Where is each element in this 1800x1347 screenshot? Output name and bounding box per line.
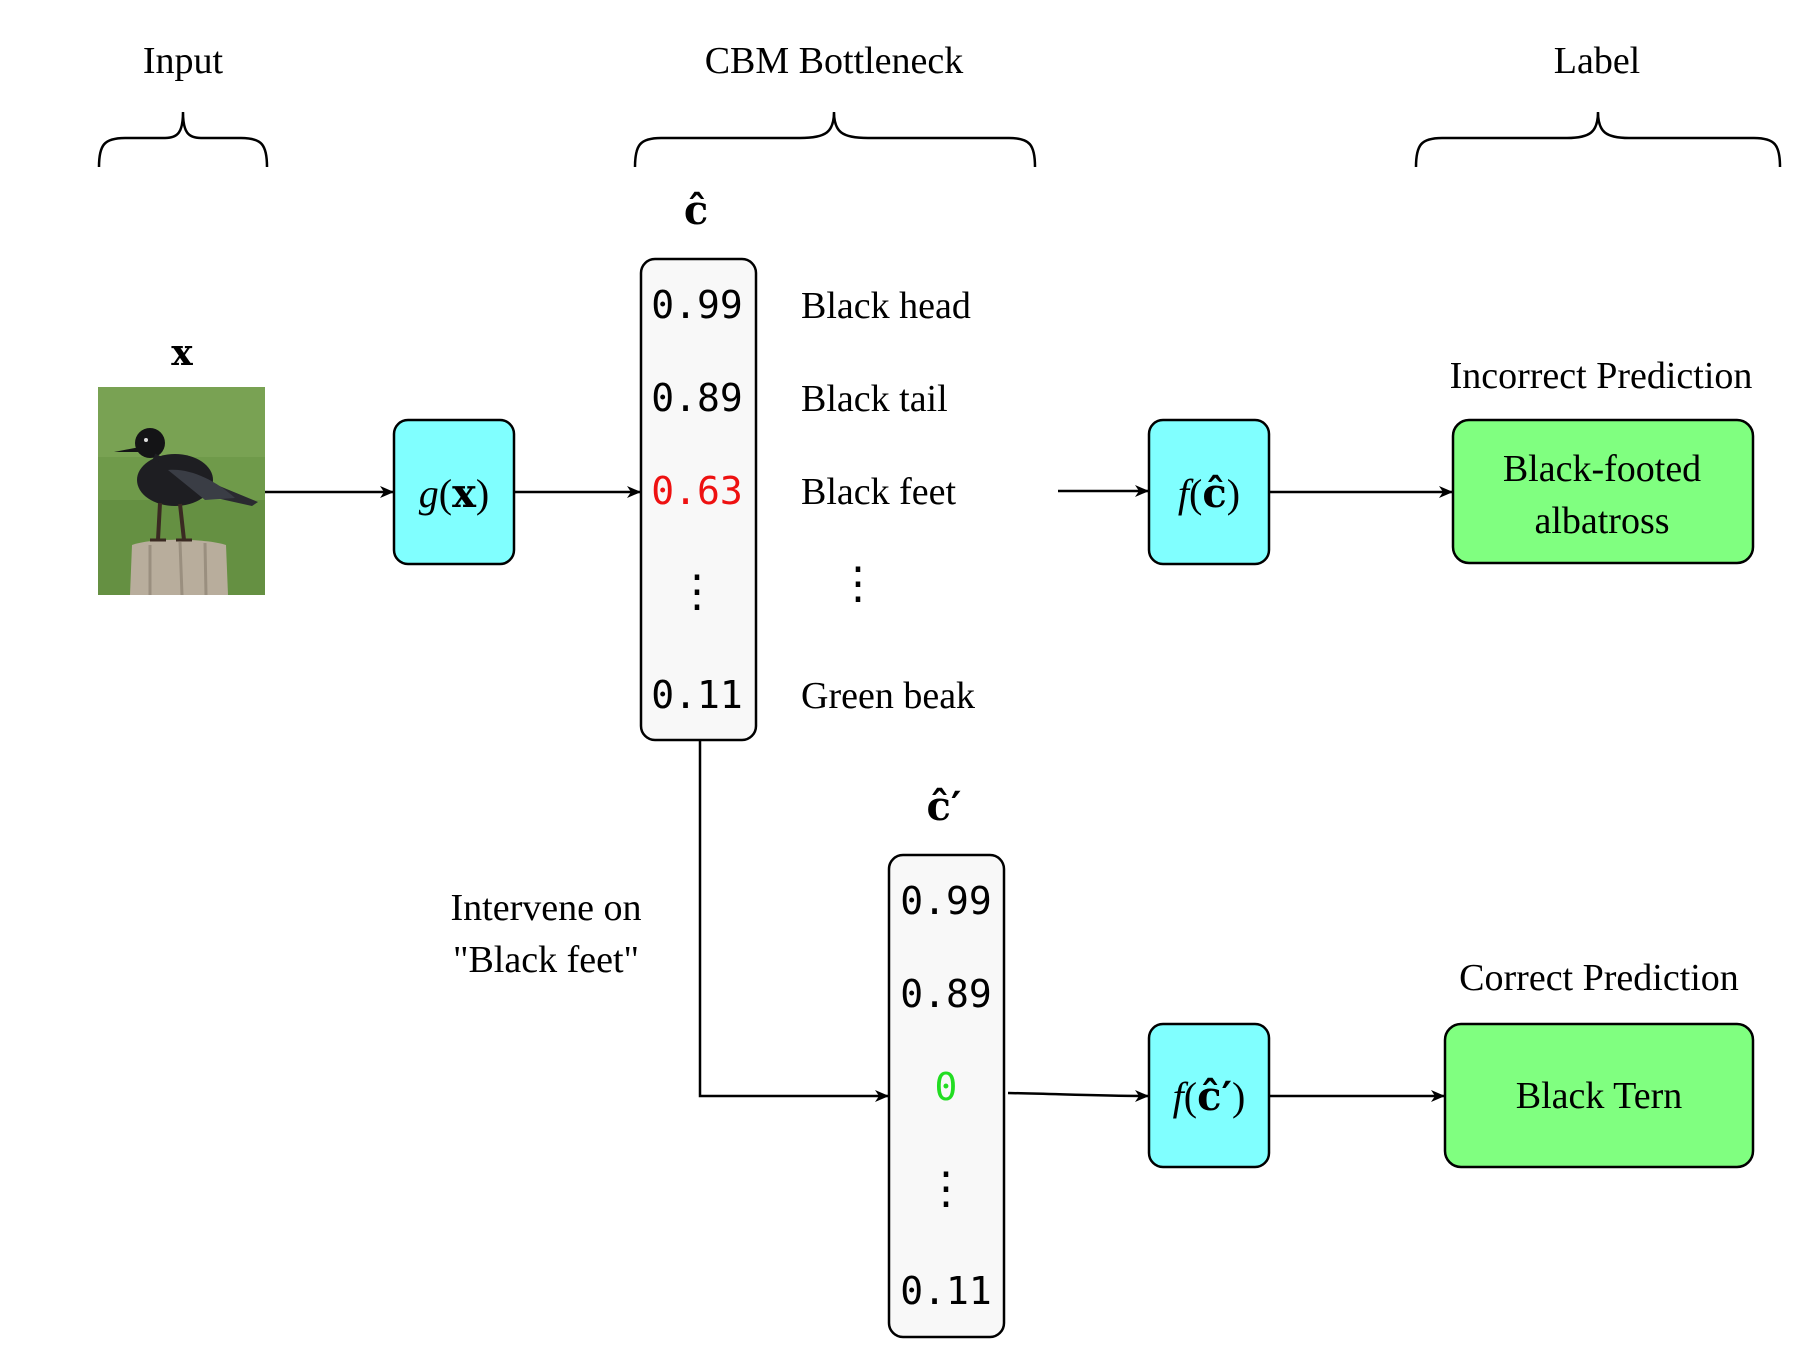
intervened-value-2: 0 bbox=[935, 1065, 958, 1109]
intervened-vector-symbol: ĉ′ bbox=[927, 783, 962, 830]
concept-value-0: 0.99 bbox=[651, 283, 743, 327]
concept-name-4: Green beak bbox=[801, 675, 975, 717]
concept-value-2: 0.63 bbox=[651, 469, 743, 513]
intervened-value-1: 0.89 bbox=[900, 972, 992, 1016]
arrow-intervened-to-f bbox=[1007, 1089, 1149, 1102]
intervened-value-3: ⋮ bbox=[924, 1164, 968, 1213]
concept-name-0: Black head bbox=[801, 285, 971, 327]
incorrect-prediction-title: Incorrect Prediction bbox=[1450, 355, 1753, 397]
g-function-name: g bbox=[419, 471, 439, 516]
correct-prediction-box: Black Tern bbox=[1443, 1022, 1755, 1169]
concept-vector: 0.99 0.89 0.63 ⋮ 0.11 bbox=[639, 257, 758, 742]
concept-name-2: Black feet bbox=[801, 471, 957, 513]
incorrect-prediction-box: Black-footed albatross bbox=[1451, 418, 1755, 565]
intervened-value-4: 0.11 bbox=[900, 1269, 992, 1313]
f-prime-function-box: f(ĉ′) bbox=[1147, 1022, 1271, 1169]
intervention-label-line2: "Black feet" bbox=[453, 939, 639, 981]
concept-value-3: ⋮ bbox=[675, 567, 719, 616]
svg-text:f(ĉ): f(ĉ) bbox=[1178, 470, 1240, 517]
brace-input bbox=[97, 111, 269, 168]
incorrect-prediction-line1: Black-footed bbox=[1503, 448, 1701, 490]
intervention-label-line1: Intervene on bbox=[451, 887, 642, 929]
concept-name-1: Black tail bbox=[801, 378, 948, 420]
g-function-arg: x bbox=[452, 470, 477, 517]
intervened-vector: 0.99 0.89 0 ⋮ 0.11 bbox=[887, 853, 1006, 1339]
input-symbol: x bbox=[171, 332, 193, 374]
bird-photo-icon bbox=[98, 387, 265, 596]
f-function-arg: ĉ bbox=[1202, 470, 1226, 517]
svg-text:f(ĉ′): f(ĉ′) bbox=[1173, 1073, 1246, 1120]
header-input: Input bbox=[143, 40, 224, 82]
concept-value-1: 0.89 bbox=[651, 376, 743, 420]
intervention-arrow bbox=[698, 740, 889, 1102]
g-function-box: g(x) bbox=[392, 418, 516, 566]
brace-label bbox=[1414, 111, 1782, 168]
correct-prediction-title: Correct Prediction bbox=[1459, 957, 1739, 999]
brace-bottleneck bbox=[633, 111, 1037, 168]
f-prime-function-arg: ĉ′ bbox=[1197, 1073, 1232, 1120]
concept-name-3: ⋮ bbox=[836, 559, 880, 608]
intervened-value-0: 0.99 bbox=[900, 879, 992, 923]
correct-prediction-label: Black Tern bbox=[1516, 1075, 1683, 1117]
incorrect-prediction-line2: albatross bbox=[1534, 500, 1669, 542]
concept-value-4: 0.11 bbox=[651, 673, 743, 717]
concept-vector-symbol: ĉ bbox=[684, 187, 708, 234]
f-function-box: f(ĉ) bbox=[1147, 418, 1271, 566]
svg-text:g(x): g(x) bbox=[419, 470, 490, 517]
header-label: Label bbox=[1554, 40, 1641, 82]
header-bottleneck: CBM Bottleneck bbox=[705, 40, 964, 82]
